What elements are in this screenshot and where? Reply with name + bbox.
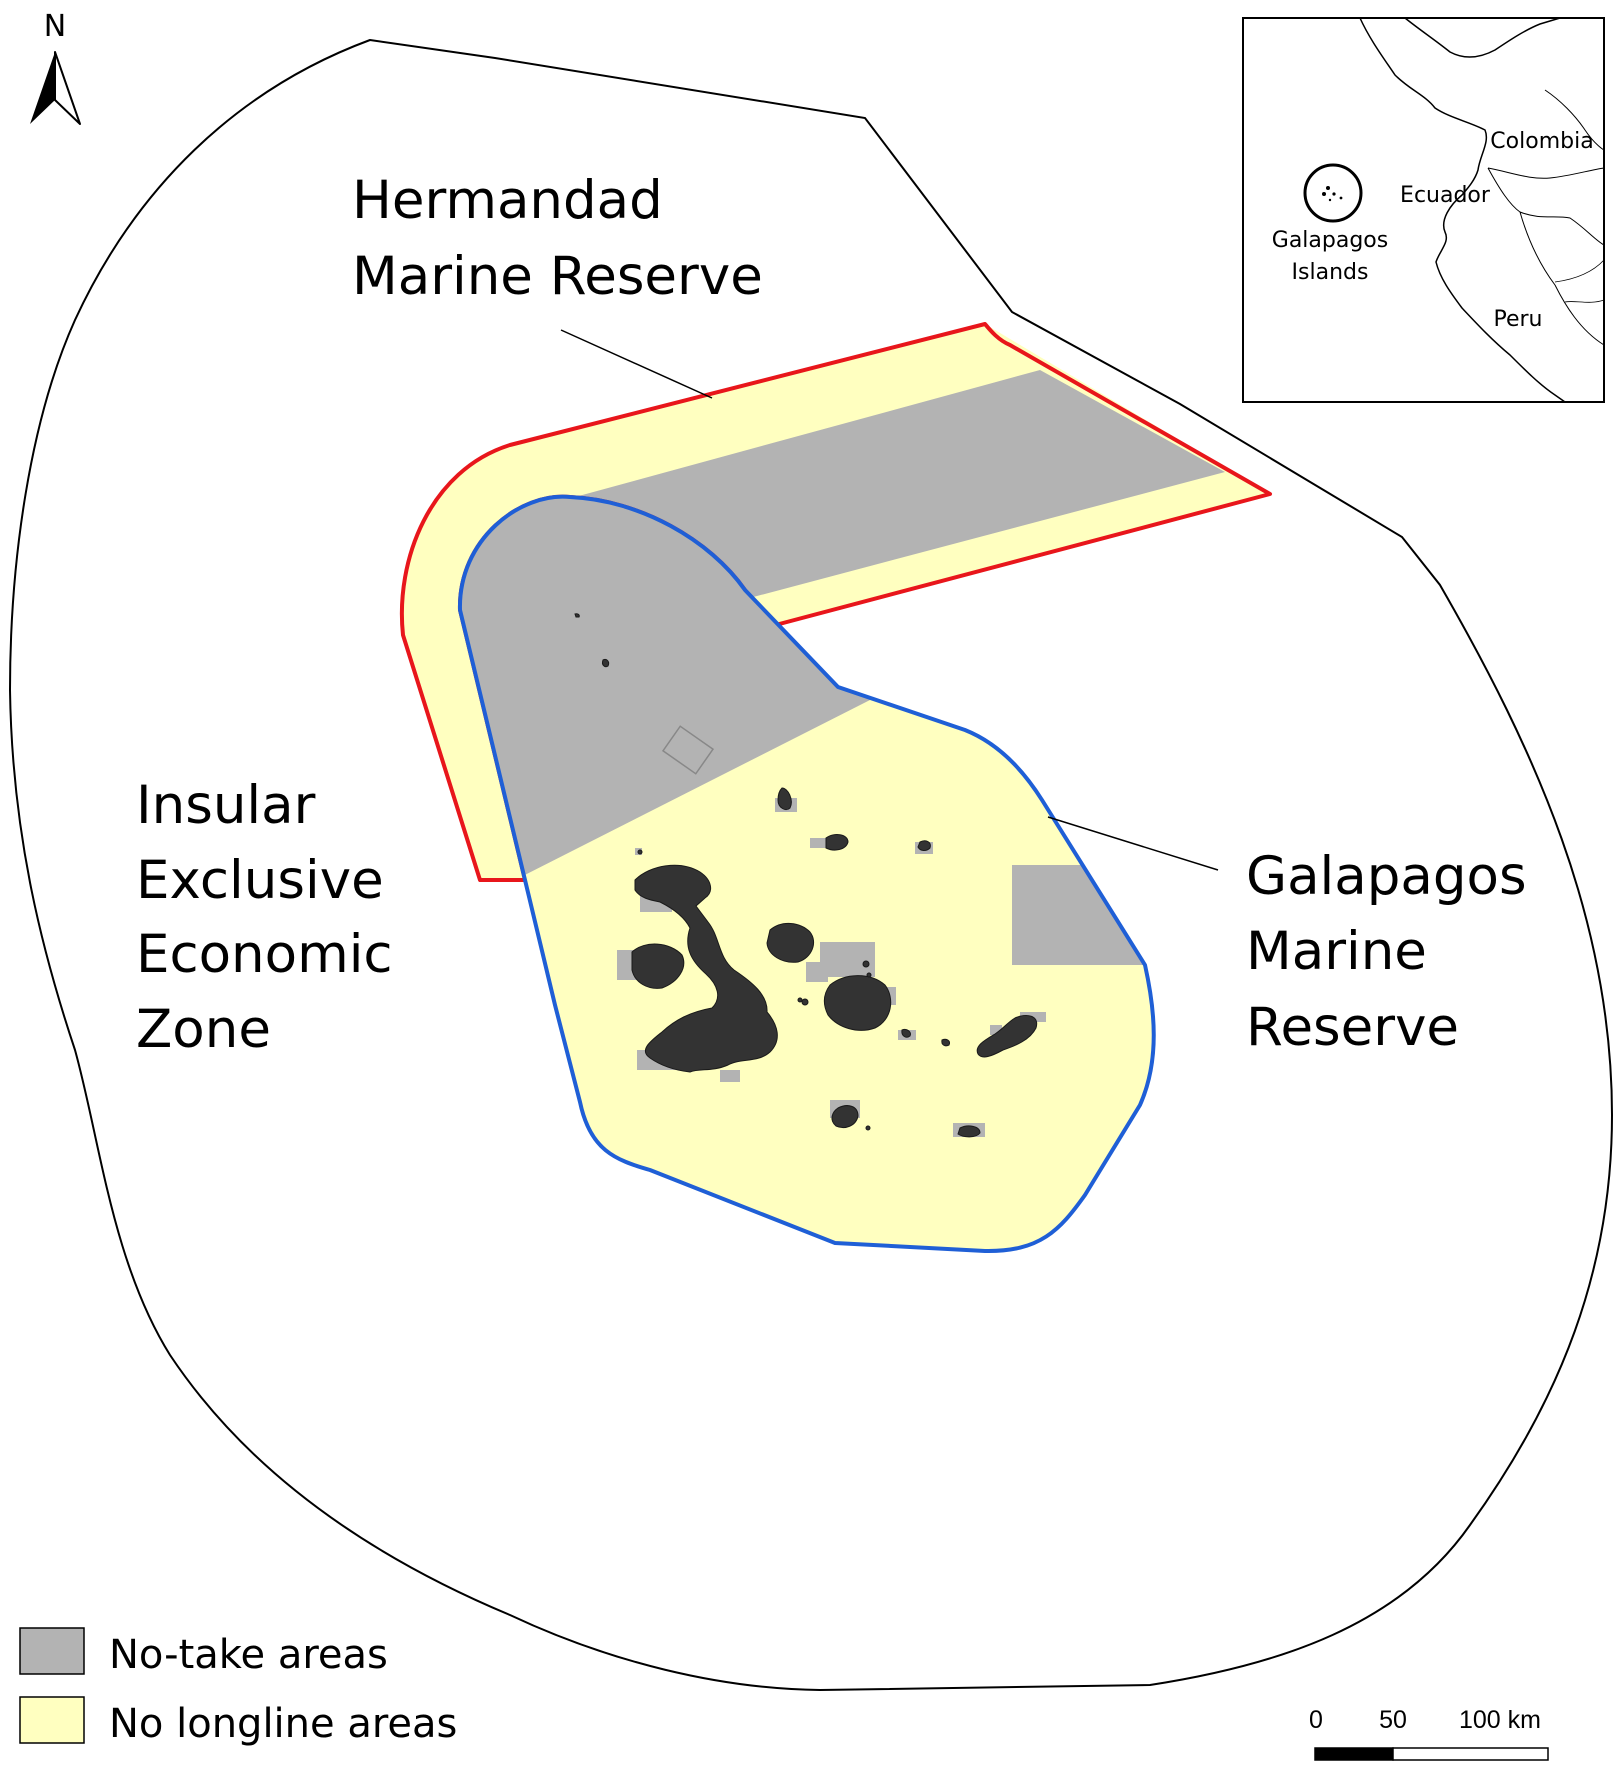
floreana-island (831, 1105, 859, 1129)
santiago-island (766, 923, 814, 963)
scale-bar-segment-light (1392, 1747, 1549, 1761)
no-take-zone-outline (661, 725, 715, 775)
genovesa-island (917, 840, 931, 851)
inset-river-lines (1554, 259, 1605, 303)
small-islet (862, 960, 870, 968)
galapagos-leader-line (1047, 816, 1219, 871)
inset-coastline-north (1404, 17, 1561, 58)
insular-label-line2: Exclusive (136, 850, 384, 911)
galapagos-label-line2: Marine (1246, 921, 1427, 982)
inset-ecuador-label: Ecuador (1400, 183, 1491, 208)
galapagos-islands (574, 613, 1038, 1138)
inset-coastline (1359, 17, 1566, 403)
wolf-island (602, 659, 610, 668)
hermandad-leader-line (560, 329, 713, 399)
inset-country-borders (1487, 89, 1605, 346)
inset-islands-label-line1: Galapagos (1272, 228, 1388, 253)
small-islet (797, 997, 803, 1003)
small-islet (637, 849, 643, 855)
inset-galapagos-circle (1303, 163, 1363, 223)
san-cristobal-island (976, 1015, 1038, 1058)
small-islet (801, 998, 809, 1006)
hermandad-label-line2: Marine Reserve (352, 246, 763, 307)
scale-bar: 0 50 100 km (1309, 1706, 1549, 1761)
hermandad-no-take-area (575, 370, 1225, 600)
inset-map: Colombia Ecuador Peru Galapagos Islands (1242, 17, 1605, 403)
small-islet (865, 1125, 871, 1131)
santa-cruz-island (823, 975, 892, 1031)
isabela-island (634, 864, 778, 1073)
north-arrow-left-half (30, 52, 55, 124)
legend-swatch-no-longline (19, 1696, 85, 1744)
legend: No-take areas No longline areas (19, 1627, 457, 1747)
scale-label-100: 100 km (1459, 1706, 1541, 1734)
inset-colombia-label: Colombia (1490, 129, 1593, 154)
marchena-island (825, 834, 849, 851)
hermandad-label-line1: Hermandad (352, 170, 663, 231)
fernandina-island (631, 943, 685, 989)
small-islet (866, 972, 872, 978)
legend-swatch-no-take (19, 1627, 85, 1675)
santa-fe-island (941, 1038, 950, 1047)
gmr-boundary (457, 494, 1156, 1254)
insular-label-line3: Economic (136, 924, 393, 985)
scale-label-50: 50 (1379, 1706, 1407, 1734)
north-arrow-right-half (54, 51, 81, 125)
scale-bar-segment-dark (1314, 1747, 1394, 1761)
darwin-island (574, 613, 580, 618)
insular-label-line1: Insular (136, 775, 316, 836)
galapagos-label-line1: Galapagos (1246, 846, 1527, 907)
pinta-island (777, 787, 792, 811)
inset-map-frame (1242, 17, 1605, 403)
galapagos-label-line3: Reserve (1246, 997, 1459, 1058)
insular-label-line4: Zone (136, 999, 271, 1060)
inset-islands-label-line2: Islands (1292, 260, 1369, 285)
inset-island-dots (1322, 186, 1343, 202)
north-arrow: N (30, 9, 81, 125)
inset-peru-label: Peru (1493, 307, 1542, 332)
legend-label-no-longline: No longline areas (109, 1701, 457, 1747)
pinzon-island (901, 1029, 911, 1038)
scale-label-0: 0 (1309, 1706, 1323, 1734)
espanola-island (957, 1125, 981, 1138)
legend-label-no-take: No-take areas (109, 1632, 388, 1678)
north-arrow-letter: N (44, 9, 66, 44)
